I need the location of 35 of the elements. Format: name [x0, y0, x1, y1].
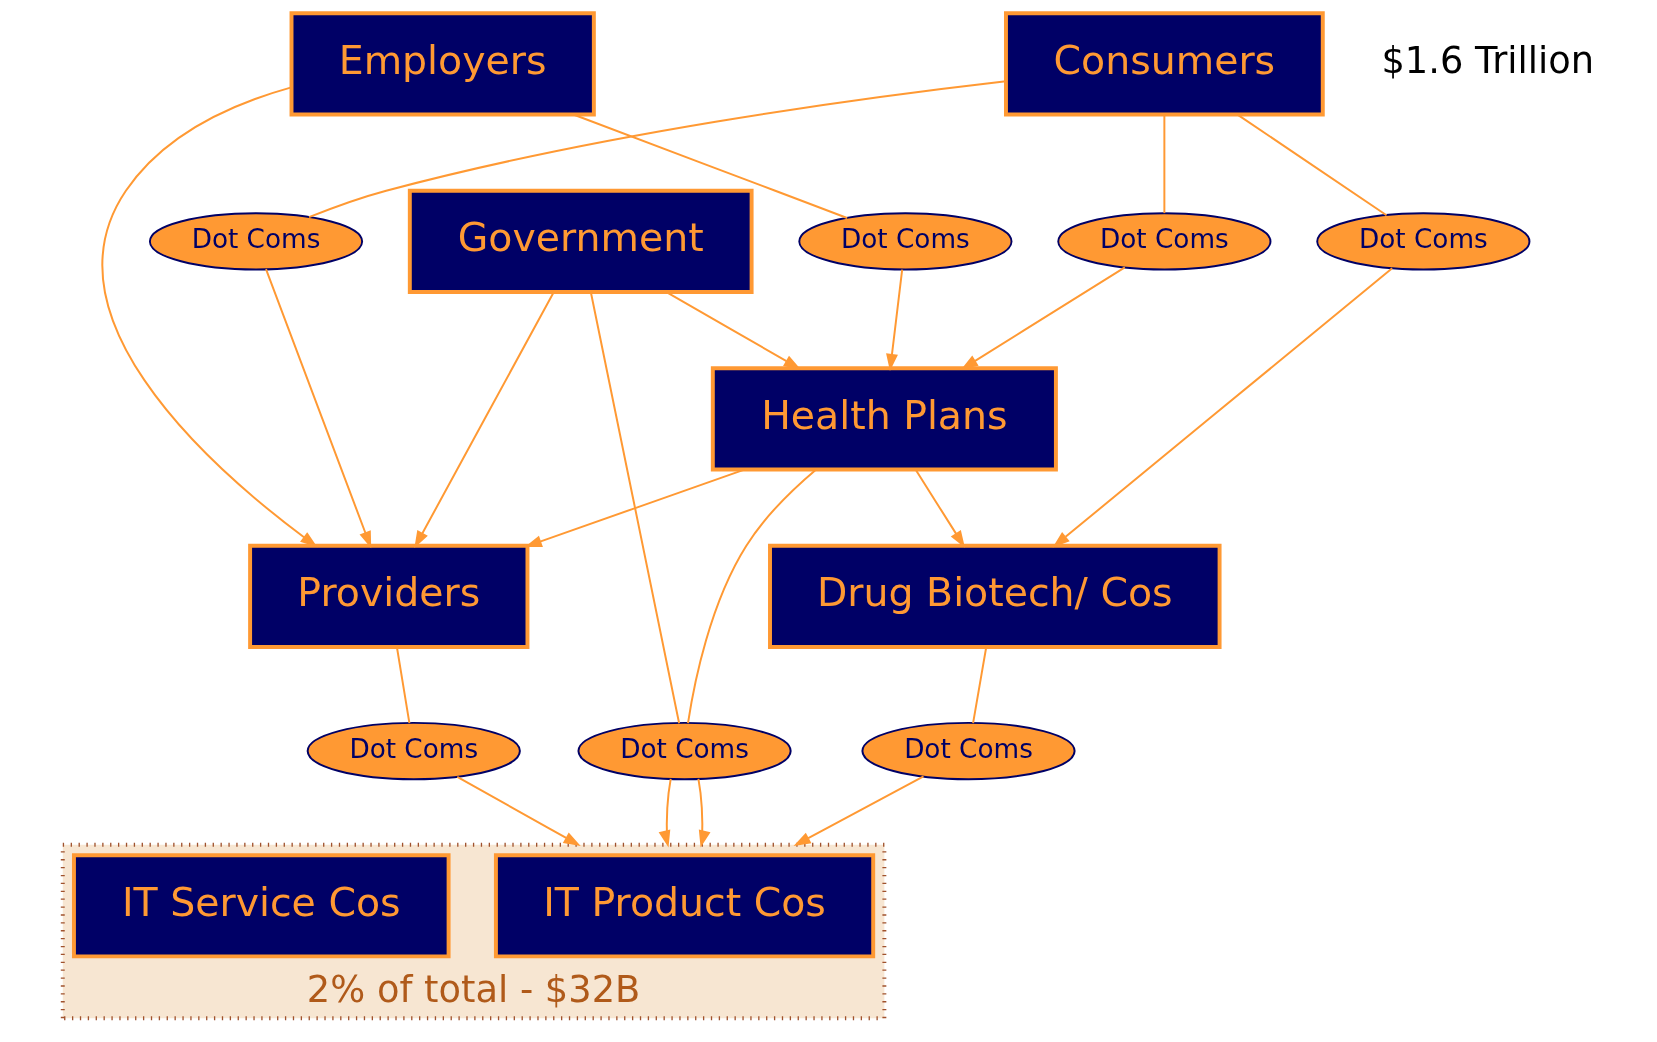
connector	[589, 291, 681, 725]
arrow	[414, 291, 555, 548]
arrow	[697, 777, 711, 848]
arrow	[456, 775, 581, 847]
node-ellipse: Dot Coms	[798, 212, 1013, 271]
node-ellipse: Dot Coms	[1316, 212, 1531, 271]
arrow	[914, 468, 965, 548]
arrow	[886, 268, 904, 371]
arrow	[960, 266, 1126, 370]
node-box: Employers	[289, 11, 596, 117]
arrow	[1052, 267, 1394, 548]
node-box: Drug Biotech/ Cos	[768, 543, 1222, 649]
node-box: IT Service Cos	[72, 853, 451, 959]
node-ellipse: Dot Coms	[148, 212, 364, 271]
node-ellipse: Dot Coms	[1057, 212, 1272, 271]
node-box: Providers	[248, 543, 530, 649]
connector	[1163, 113, 1166, 215]
connector	[1236, 113, 1388, 217]
connector	[687, 468, 817, 725]
node-box: IT Product Cos	[493, 853, 876, 959]
connector	[308, 80, 1007, 219]
node-box: Health Plans	[710, 366, 1058, 472]
connector	[572, 113, 849, 219]
arrow	[793, 775, 925, 847]
node-box: Consumers	[1004, 11, 1325, 117]
connector	[972, 646, 988, 725]
arrow	[265, 268, 372, 549]
node-ellipse: Dot Coms	[577, 721, 792, 781]
arrow	[665, 291, 801, 370]
node-ellipse: Dot Coms	[861, 721, 1076, 781]
node-box: Government	[407, 188, 754, 294]
arrow	[658, 777, 672, 848]
label: $1.6 Trillion	[1381, 38, 1595, 82]
connector	[395, 646, 411, 725]
node-ellipse: Dot Coms	[306, 721, 521, 781]
